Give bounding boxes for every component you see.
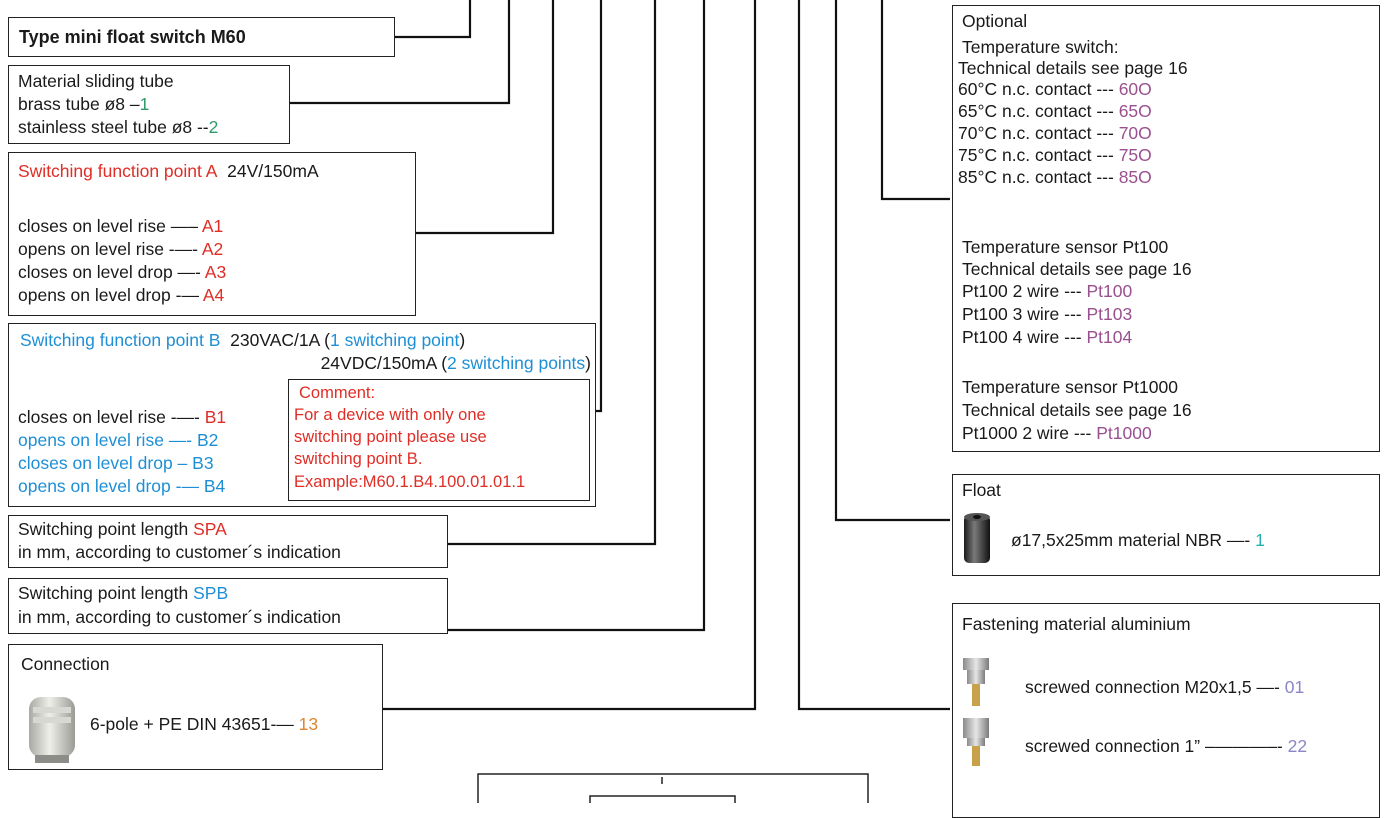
material-steel: stainless steel tube ø8 --2 (18, 117, 219, 137)
spb-label: Switching point length SPB (18, 583, 229, 603)
pt1000-heading: Temperature sensor Pt1000 (962, 377, 1178, 397)
float-box: Float ø17,5x25mm material NBR —- 1 (952, 474, 1380, 576)
connection-box: Connection 6-pole + PE DIN 43651-— 13 (8, 644, 383, 770)
comment-box: Comment: For a device with only one swit… (288, 379, 590, 501)
spa-box: Switching point length SPA in mm, accord… (8, 515, 448, 568)
pt100-details: Technical details see page 16 (962, 259, 1192, 279)
float-heading: Float (962, 480, 1001, 500)
fastening-heading: Fastening material aluminium (962, 614, 1191, 634)
point-a-header: Switching function point A 24V/150mA (18, 161, 319, 182)
point-a-item: closes on level drop —- A3 (18, 262, 227, 282)
point-a-rating: 24V/150mA (227, 161, 319, 181)
material-heading: Material sliding tube (18, 71, 174, 91)
bottom-inner-box (589, 795, 736, 803)
float-icon (964, 513, 990, 563)
comment-line: For a device with only one (294, 406, 486, 424)
point-a-heading: Switching function point A (18, 161, 218, 181)
pt1000-item: Pt1000 2 wire --- Pt1000 (962, 423, 1152, 443)
point-b-item: opens on level drop -— B4 (18, 476, 226, 496)
spa-label: Switching point length SPA (18, 519, 227, 539)
point-b-item: closes on level drop – B3 (18, 453, 214, 473)
optional-switch-item: 70°C n.c. contact --- 70O (958, 123, 1152, 143)
connection-code: 13 (298, 714, 319, 734)
line-float (834, 0, 950, 522)
comment-line: Example:M60.1.B4.100.01.01.1 (294, 473, 526, 491)
material-brass-code: 1 (139, 94, 150, 114)
pt100-heading: Temperature sensor Pt100 (962, 237, 1169, 257)
point-a-item: closes on level rise —– A1 (18, 216, 224, 236)
optional-box: Optional Temperature switch: Technical d… (952, 5, 1380, 452)
line-fastening (797, 0, 950, 711)
spa-code: SPA (193, 519, 227, 539)
bottom-box (477, 773, 869, 803)
line-optional (880, 0, 950, 201)
point-b-item: closes on level rise -—- B1 (18, 407, 227, 427)
line-connection (383, 0, 757, 711)
spb-box: Switching point length SPB in mm, accord… (8, 578, 448, 634)
connection-heading: Connection (21, 654, 110, 674)
line-title (395, 0, 472, 39)
connection-item: 6-pole + PE DIN 43651-— 13 (90, 714, 319, 734)
point-b-heading: Switching function point B (20, 330, 221, 350)
pt100-item: Pt100 2 wire --- Pt100 (962, 281, 1133, 301)
float-item: ø17,5x25mm material NBR —- 1 (1011, 530, 1265, 550)
point-a-item: opens on level rise -—- A2 (18, 239, 224, 259)
fastening-box: Fastening material aluminium screwed con… (952, 603, 1380, 818)
comment-line: Comment: (299, 384, 376, 402)
material-brass: brass tube ø8 –1 (18, 94, 150, 114)
line-point-a (416, 0, 555, 235)
pt100-item: Pt100 3 wire --- Pt103 (962, 304, 1133, 324)
connector-plug-icon (29, 697, 75, 763)
optional-switch-item: 75°C n.c. contact --- 75O (958, 145, 1152, 165)
screwed-connection-m20-icon (963, 658, 989, 706)
optional-switch-item: 65°C n.c. contact --- 65O (958, 101, 1152, 121)
optional-temp-switch: Temperature switch: (962, 37, 1119, 57)
point-b-item: opens on level rise —- B2 (18, 430, 219, 450)
spb-code: SPB (193, 583, 229, 603)
line-point-b (596, 0, 603, 413)
fastening-item: screwed connection M20x1,5 —- 01 (1025, 677, 1305, 697)
float-code: 1 (1255, 530, 1265, 550)
material-box: Material sliding tube brass tube ø8 –1 s… (8, 65, 290, 144)
point-b-header: Switching function point B 230VAC/1A (1 … (20, 330, 466, 350)
pt100-item: Pt100 4 wire --- Pt104 (962, 327, 1133, 347)
comment-line: switching point please use (294, 428, 487, 446)
spa-desc: in mm, according to customer´s indicatio… (18, 542, 341, 562)
point-b-rating2: 24VDC/150mA (2 switching points) (320, 353, 591, 373)
optional-switch-item: 85°C n.c. contact --- 85O (958, 167, 1152, 187)
title: Type mini float switch M60 (19, 27, 246, 47)
comment-line: switching point B. (294, 450, 423, 468)
optional-heading: Optional (962, 11, 1028, 31)
point-a-box: Switching function point A 24V/150mA clo… (8, 152, 416, 316)
line-material (290, 0, 511, 105)
line-spa (448, 0, 657, 546)
optional-switch-item: 60°C n.c. contact --- 60O (958, 79, 1152, 99)
point-a-item: opens on level drop -— A4 (18, 285, 225, 305)
title-box: Type mini float switch M60 (8, 17, 395, 57)
pt1000-details: Technical details see page 16 (962, 400, 1192, 420)
material-steel-code: 2 (208, 117, 219, 137)
screwed-connection-1inch-icon (963, 718, 989, 766)
optional-details: Technical details see page 16 (958, 58, 1188, 78)
line-spb (448, 0, 706, 632)
spb-desc: in mm, according to customer´s indicatio… (18, 607, 341, 627)
point-b-box: Switching function point B 230VAC/1A (1 … (8, 323, 596, 507)
fastening-item: screwed connection 1” –———–- 22 (1025, 736, 1308, 756)
